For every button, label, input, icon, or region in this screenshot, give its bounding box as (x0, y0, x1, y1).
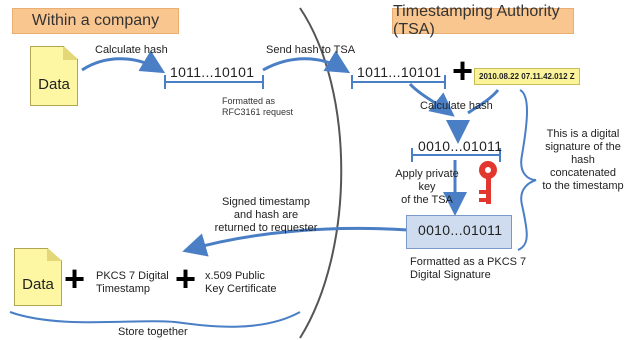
arrow-return (182, 226, 409, 257)
formatted-pkcs-label: Formatted as a PKCS 7 Digital Signature (410, 256, 527, 281)
header-company: Within a company (12, 8, 179, 34)
company-hash-code: 1011...10101 (170, 64, 255, 80)
arrow-send-hash (262, 50, 351, 74)
bracket-company-hash (164, 75, 264, 89)
plus-timestamp: + (452, 50, 474, 91)
formatted-rfc-label: Formatted as RFC3161 request (222, 96, 294, 117)
header-tsa: Timestamping Authority (TSA) (392, 3, 574, 38)
data-document-bottom: Data (14, 248, 62, 306)
apply-key-label: Apply private key of the TSA (395, 168, 459, 206)
data-document-bottom-label: Data (22, 276, 54, 293)
signature-box (406, 215, 512, 249)
signed-returned-label: Signed timestamp and hash are returned t… (214, 196, 318, 234)
bracket-tsa-hash (351, 75, 446, 89)
tsa-hash-code: 1011...10101 (357, 64, 442, 80)
send-hash-label: Send hash to TSA (266, 44, 356, 56)
signed-hash-code: 0010...01011 (418, 222, 503, 238)
data-document-top: Data (30, 46, 78, 106)
calculate-hash-company-label: Calculate hash (95, 44, 168, 56)
plus-one: + (64, 258, 86, 299)
tsa-result-hash: 0010...01011 (418, 138, 503, 154)
store-together-label: Store together (118, 326, 188, 338)
x509-cert-label: x.509 Public Key Certificate (205, 270, 277, 295)
timestamp-value: 2010.08.22 07.11.42.012 Z (474, 68, 580, 85)
store-brace (9, 311, 301, 328)
data-document-label: Data (38, 76, 70, 93)
bracket-tsa-result (411, 148, 501, 162)
plus-two: + (175, 258, 197, 299)
arrow-hash-to-calc (408, 82, 455, 117)
pkcs-timestamp-label: PKCS 7 Digital Timestamp (96, 270, 169, 295)
arrow-ts-to-calc (467, 89, 500, 115)
arrow-calculate-hash (81, 50, 166, 74)
signature-brace (517, 89, 537, 251)
calculate-hash-tsa-label: Calculate hash (420, 100, 493, 112)
digital-signature-note: This is a digital signature of the hash … (542, 128, 624, 192)
boundary-curve (299, 7, 343, 339)
